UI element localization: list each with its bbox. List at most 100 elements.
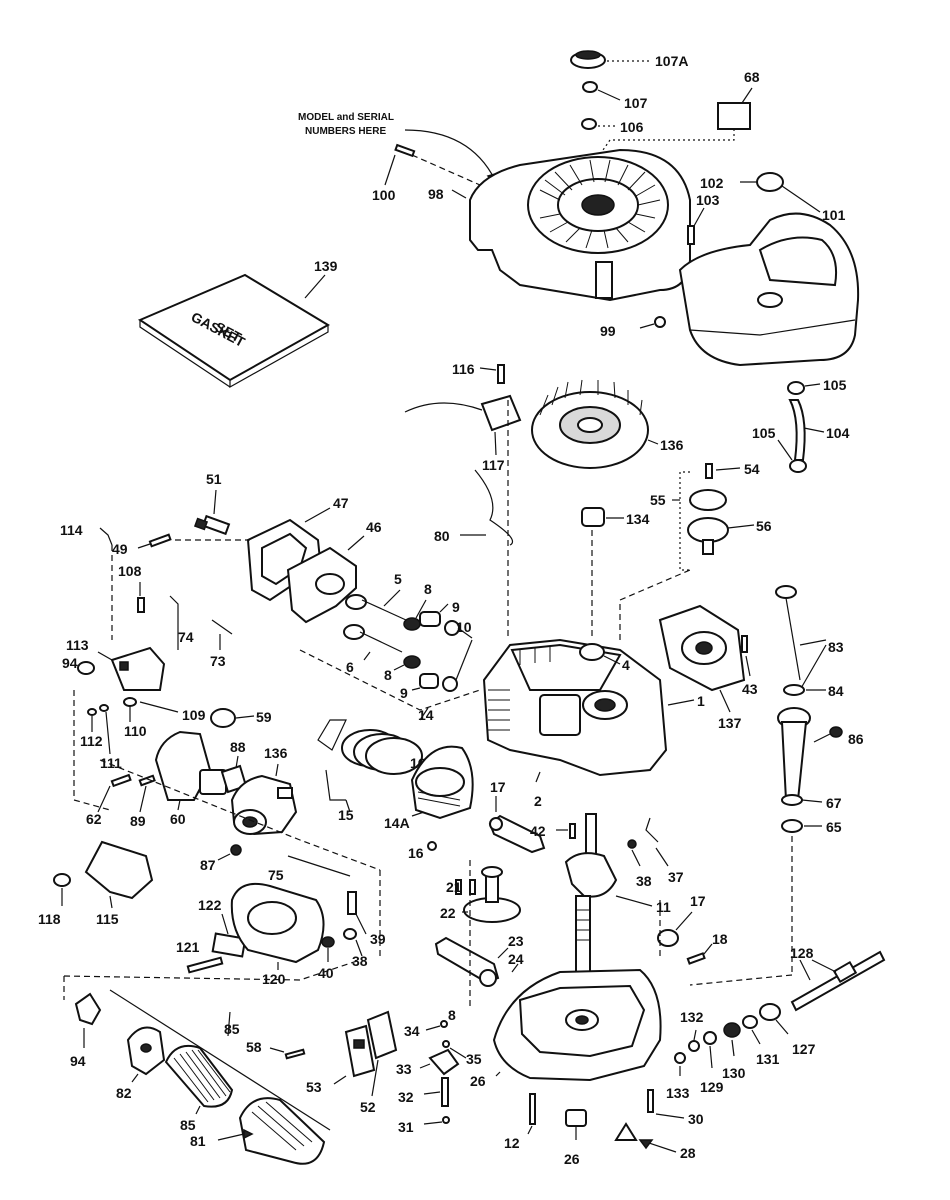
valve-6 (343, 624, 403, 653)
callout-109: 109 (182, 707, 206, 723)
bushing-134 (581, 507, 605, 527)
governor-gear-22 (463, 866, 521, 923)
callout-118: 118 (38, 911, 61, 927)
callout-104: 104 (826, 425, 850, 441)
callout-14: 14 (418, 707, 434, 723)
callout-39: 39 (370, 931, 386, 947)
disc-55 (689, 489, 727, 511)
screw-54 (705, 463, 713, 479)
callout-5: 5 (394, 571, 402, 587)
callout-74: 74 (178, 629, 194, 645)
callout-115: 115 (96, 911, 119, 927)
screw-66 (829, 726, 843, 738)
callout-35: 35 (466, 1051, 482, 1067)
clamp-105-bottom (789, 459, 807, 473)
callout-60: 60 (170, 811, 186, 827)
callout-14A: 14A (384, 815, 410, 831)
plug-28 (614, 1122, 638, 1141)
callout-134: 134 (626, 511, 650, 527)
callout-46: 46 (366, 519, 382, 535)
callout-132: 132 (680, 1009, 704, 1025)
callout-94-bottom: 94 (70, 1053, 86, 1069)
valve-springs (403, 611, 460, 692)
callout-16-lower: 16 (408, 845, 424, 861)
callout-111: 111 (100, 755, 122, 771)
callout-106: 106 (620, 119, 644, 135)
screw-94 (77, 661, 95, 675)
callout-94-top: 94 (62, 655, 78, 671)
lever-33 (428, 1048, 460, 1076)
shaft-128 (790, 950, 886, 1012)
link-37 (645, 817, 659, 843)
callout-24: 24 (508, 951, 524, 967)
link-75 (287, 855, 351, 877)
cylinder-block-1 (482, 638, 668, 777)
oil-fill-tube-67 (777, 707, 811, 806)
pin-clip-16 (427, 841, 437, 851)
cap-82 (126, 1026, 166, 1076)
callout-133: 133 (666, 1085, 690, 1101)
screw-38 (627, 839, 637, 849)
spark-plug-51 (193, 514, 231, 536)
callout-32: 32 (398, 1089, 414, 1105)
callout-80: 80 (434, 528, 450, 544)
callout-9-upper: 9 (452, 599, 460, 615)
screw-43 (741, 635, 748, 653)
callout-105-bottom: 105 (752, 425, 776, 441)
piston-14a (410, 745, 474, 820)
callout-2: 2 (534, 793, 542, 809)
callout-85: 85 (224, 1021, 240, 1037)
callout-127: 127 (792, 1041, 816, 1057)
fuel-cap-102 (756, 172, 784, 192)
callout-67: 67 (826, 795, 842, 811)
screw-42 (569, 823, 576, 839)
screw-89 (138, 774, 156, 787)
callout-54: 54 (744, 461, 760, 477)
callout-83: 83 (828, 639, 844, 655)
gear-17 (657, 929, 679, 947)
crankshaft-11 (564, 813, 618, 977)
callout-116: 116 (452, 361, 475, 377)
clamp-105-top (787, 381, 805, 395)
callout-9-lower: 9 (400, 685, 408, 701)
callout-89: 89 (130, 813, 146, 829)
callout-37: 37 (668, 869, 684, 885)
callout-28: 28 (680, 1145, 696, 1161)
callout-6: 6 (346, 659, 354, 675)
callout-102: 102 (700, 175, 724, 191)
screw-58 (284, 1048, 306, 1060)
screw-87 (230, 844, 242, 856)
callout-49: 49 (112, 541, 128, 557)
dipstick-83 (775, 585, 801, 681)
head-gasket-46 (286, 546, 357, 624)
callout-101: 101 (822, 207, 846, 223)
screw-38-lower (343, 928, 357, 940)
gasket-122 (211, 932, 247, 958)
piston-rings-15 (317, 719, 423, 801)
callout-103: 103 (696, 192, 720, 208)
callout-68: 68 (744, 69, 760, 85)
gasket-26 (565, 1109, 587, 1127)
link-74 (169, 595, 179, 650)
callout-129: 129 (700, 1079, 724, 1095)
wire-114 (99, 527, 113, 546)
intake-manifold-60 (154, 730, 227, 801)
callout-18: 18 (712, 931, 728, 947)
callout-128: 128 (790, 945, 814, 961)
bracket-115 (84, 840, 154, 900)
valve-5 (345, 594, 407, 621)
callout-8-upper: 8 (424, 581, 432, 597)
screw-121 (186, 956, 224, 974)
callout-120: 120 (262, 971, 286, 987)
screen-107 (582, 81, 598, 93)
callout-98: 98 (428, 186, 444, 202)
callout-55: 55 (650, 492, 666, 508)
callout-139: 139 (314, 258, 338, 274)
screw-103 (687, 225, 695, 245)
callout-38-lower: 38 (352, 953, 368, 969)
callout-12: 12 (504, 1135, 520, 1151)
callout-15: 15 (338, 807, 354, 823)
callout-136-top: 136 (660, 437, 684, 453)
small-parts-34-35 (440, 1020, 450, 1048)
gasket-set-139: GASKET SET (137, 273, 330, 389)
